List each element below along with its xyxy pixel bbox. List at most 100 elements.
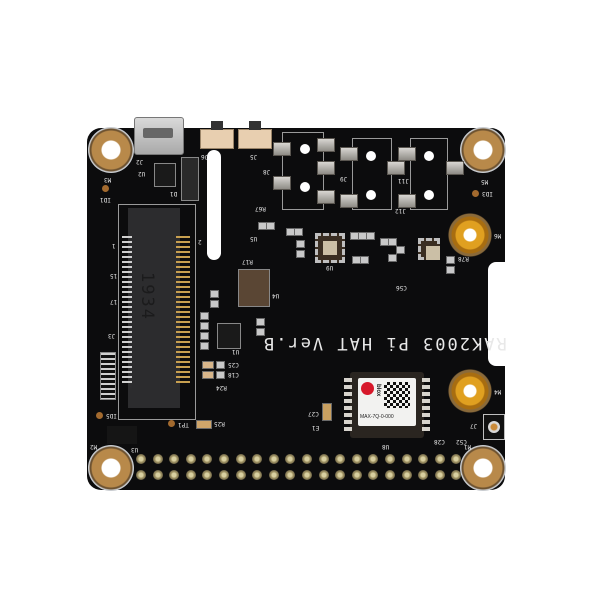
gpio-pin (335, 454, 346, 464)
id1-test-point (102, 185, 109, 192)
u2-ic (154, 163, 176, 187)
label-id5: ID5 (106, 412, 117, 419)
smd-component (216, 361, 225, 369)
smd-component (296, 250, 305, 258)
gpio-pin (285, 454, 296, 464)
ufl-antenna-connector (483, 414, 505, 440)
gpio-pin (368, 470, 379, 480)
label-id3: ID3 (482, 190, 493, 197)
u1-ic (217, 323, 241, 349)
board-slot (207, 150, 221, 260)
mounting-hole-m1 (460, 445, 506, 491)
label-j9: J9 (340, 175, 348, 182)
gpio-pin (152, 470, 163, 480)
label-r17: R17 (242, 258, 253, 265)
gpio-header (136, 454, 462, 480)
smd-component (360, 256, 369, 264)
pad (340, 147, 358, 161)
smd-component (396, 246, 405, 254)
smd-component (202, 371, 214, 379)
drill-hole (366, 151, 376, 161)
id3-test-point (472, 190, 479, 197)
side-pin-strip (100, 352, 116, 400)
m2-pin-label-17: 17 (110, 298, 118, 305)
gpio-pin (136, 454, 146, 464)
smd-component (200, 322, 209, 330)
m2-slot-outline (118, 204, 196, 420)
u9-qfn-chip (315, 233, 345, 263)
gpio-pin (185, 470, 196, 480)
mounting-hole-m6 (447, 212, 493, 258)
label-m6: M6 (494, 232, 502, 239)
label-u4: U4 (272, 292, 280, 299)
gps-label: blox MAX-7Q-0-000 (358, 378, 416, 426)
label-u3: U3 (131, 446, 139, 453)
label-r67: R67 (255, 205, 266, 212)
label-m3: M3 (104, 176, 112, 183)
m2-pin-label-1: 1 (112, 242, 116, 249)
label-id1: ID1 (100, 196, 111, 203)
gpio-pin (434, 454, 445, 464)
gpio-pin (185, 454, 196, 464)
gpio-pin (351, 454, 362, 464)
mounting-hole-m5 (460, 127, 506, 173)
m2-pins-left (122, 236, 132, 386)
mounting-hole-m2 (88, 445, 134, 491)
drill-hole (424, 190, 434, 200)
micro-usb-connector (134, 117, 184, 155)
smd-component (296, 240, 305, 248)
tp1-test-point (168, 420, 175, 427)
gpio-pin (418, 454, 429, 464)
pad (317, 138, 335, 152)
label-u5: U5 (250, 235, 258, 242)
gps-pins-right (422, 378, 430, 434)
gpio-pin (268, 470, 279, 480)
gpio-pin (418, 470, 429, 480)
c18-capacitor (196, 420, 212, 429)
datamatrix-code (384, 382, 410, 408)
pad (317, 161, 335, 175)
gpio-pin (451, 470, 462, 480)
gps-module: blox MAX-7Q-0-000 (344, 372, 430, 438)
gpio-pin (285, 470, 296, 480)
drill-hole (424, 151, 434, 161)
m2-pin-label-15: 15 (110, 272, 118, 279)
label-r24: C18 (228, 371, 239, 378)
gpio-pin (451, 454, 462, 464)
pad (340, 194, 358, 208)
ublox-logo-icon (361, 382, 374, 395)
gpio-pin (385, 470, 395, 480)
label-j12: J12 (395, 207, 406, 214)
slide-switch-j5 (238, 121, 272, 149)
gpio-pin (268, 454, 279, 464)
label-d1: D1 (170, 190, 178, 197)
label-e1: E1 (312, 424, 320, 431)
smd-component (202, 361, 214, 369)
label-u2: U2 (138, 170, 146, 177)
smd-component (388, 238, 397, 246)
smd-component (256, 328, 265, 336)
label-u1: U1 (232, 348, 240, 355)
pad (273, 176, 291, 190)
label-c25: C27 (308, 410, 319, 417)
label-tp1: TP1 (178, 421, 189, 428)
gpio-pin (351, 470, 362, 480)
gps-pins-left (344, 378, 352, 434)
mounting-hole-m3 (88, 127, 134, 173)
label-j6: J6 (201, 153, 209, 160)
drill-hole (366, 190, 376, 200)
smd-component (388, 254, 397, 262)
gpio-pin (302, 470, 312, 480)
gpio-pin (219, 470, 229, 480)
switch-knob (211, 121, 223, 130)
gpio-pin (235, 470, 246, 480)
label-j8: J8 (263, 168, 271, 175)
label-u8: U8 (382, 443, 390, 450)
smd-component (200, 312, 209, 320)
slide-switch-j6 (200, 121, 234, 149)
label-m4: M4 (494, 388, 502, 395)
label-c27: C28 (434, 438, 445, 445)
id5-test-point (96, 412, 103, 419)
gpio-pin (335, 470, 346, 480)
smd-component (446, 256, 455, 264)
